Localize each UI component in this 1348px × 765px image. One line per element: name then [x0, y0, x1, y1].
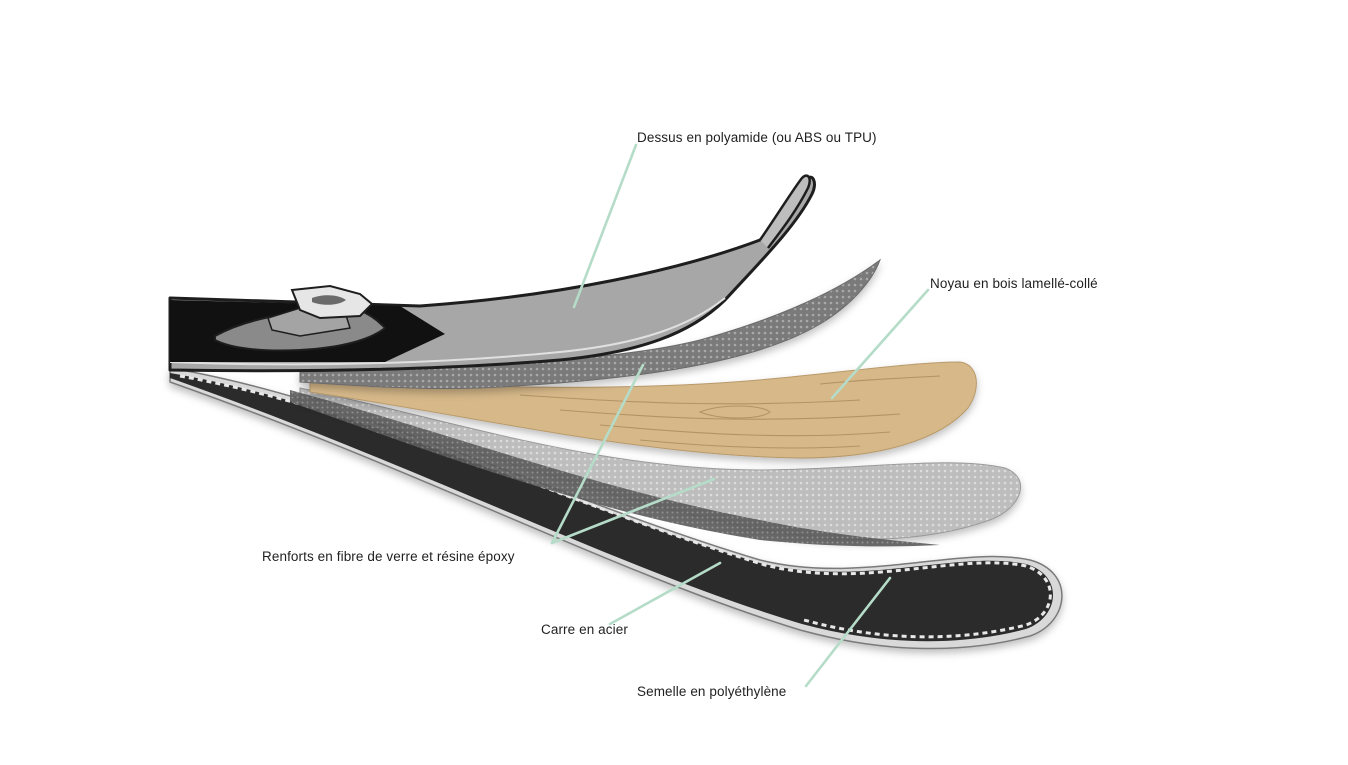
leader-core [830, 288, 930, 400]
label-base: Semelle en polyéthylène [637, 684, 787, 699]
fiber-layer-upper [299, 258, 882, 390]
label-wood-core: Noyau en bois lamellé-collé [930, 276, 1098, 291]
label-steel-edge: Carre en acier [541, 622, 628, 637]
fiber-layer-lower [290, 387, 1022, 547]
tip-loop [758, 174, 811, 249]
base-sole [170, 373, 1054, 642]
leader-edge [608, 561, 722, 626]
label-fiberglass: Renforts en fibre de verre et résine épo… [262, 549, 515, 564]
wood-grain [519, 375, 941, 449]
leader-lines [550, 143, 930, 688]
label-top-sheet: Dessus en polyamide (ou ABS ou TPU) [637, 130, 877, 145]
wood-core-layer [309, 361, 977, 459]
binding-icon [214, 284, 387, 352]
leader-fiber-b [550, 477, 716, 545]
leader-top [572, 143, 638, 309]
leader-fiber-a [550, 363, 645, 545]
leader-base [804, 576, 892, 688]
